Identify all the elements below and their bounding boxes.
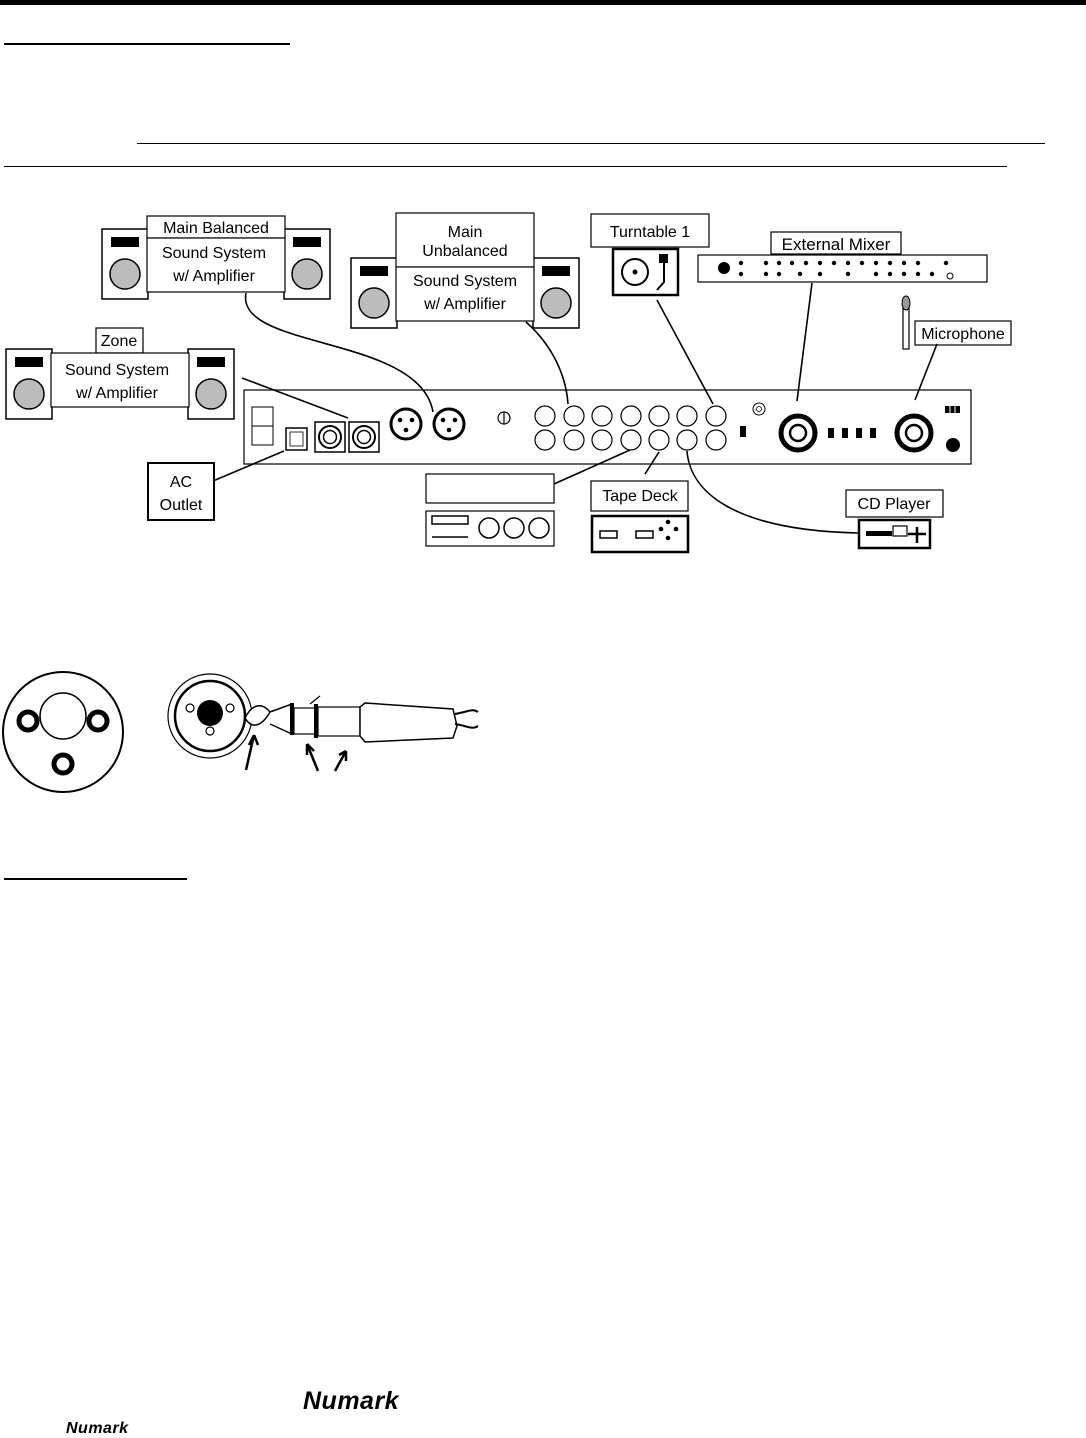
cable-microphone: [914, 343, 938, 401]
tape-deck-label: Tape Deck: [602, 488, 679, 505]
cable-ac: [212, 450, 285, 482]
speaker-right-icon: [187, 348, 235, 420]
ac-outlet-label-1: AC: [170, 474, 192, 491]
heading-underline-2: [4, 878, 187, 880]
rule-2: [137, 143, 1045, 144]
rule-3: [4, 166, 1007, 167]
cable-external-mixer: [796, 282, 813, 402]
main-balanced-system-label: Sound System: [162, 245, 266, 262]
turntable-device: Turntable 1: [590, 213, 710, 297]
microphone-label: Microphone: [921, 326, 1005, 343]
combo-jack-left-icon: [778, 413, 818, 453]
cables: [212, 282, 938, 534]
brand-logo-small: Numark: [66, 1420, 129, 1437]
mixer-rear-panel: [243, 389, 972, 465]
top-rule: [0, 0, 1086, 5]
zone-system-label: Sound System: [65, 362, 169, 379]
cable-zone: [241, 377, 349, 419]
trs-plug-illustration: [167, 673, 479, 772]
external-mixer-icon: [697, 254, 988, 283]
external-mixer-label: External Mixer: [782, 235, 891, 254]
ac-outlet-label-2: Outlet: [160, 497, 203, 514]
main-unbalanced-sound-system: Main Unbalanced Sound System w/ Amplifie…: [350, 212, 580, 329]
microphone-device: Microphone: [901, 295, 1012, 350]
speaker-right-icon: [283, 228, 331, 300]
heading-underline-1: [4, 43, 290, 45]
speaker-left-icon: [101, 228, 149, 300]
cable-main-balanced: [245, 292, 434, 413]
main-unbalanced-label-2: Unbalanced: [422, 243, 507, 260]
main-balanced-amp-label: w/ Amplifier: [172, 268, 255, 285]
xlr-connector-illustration: [2, 671, 124, 793]
main-unbalanced-label-1: Main: [448, 224, 483, 241]
knob-icon: [946, 438, 960, 452]
main-balanced-label: Main Balanced: [163, 220, 269, 237]
external-mixer-device: External Mixer: [697, 231, 988, 283]
brand-logo-large: Numark: [303, 1387, 400, 1415]
xlr-output-right-icon: [432, 407, 466, 441]
main-balanced-sound-system: Main Balanced Sound System w/ Amplifier: [101, 215, 331, 300]
speaker-left-icon: [5, 348, 53, 420]
zone-amp-label: w/ Amplifier: [75, 385, 158, 402]
cable-aux: [553, 449, 631, 485]
turntable-label: Turntable 1: [610, 224, 690, 241]
main-unbalanced-system-label: Sound System: [413, 273, 517, 290]
zone-label: Zone: [101, 333, 138, 350]
tape-deck-device: Tape Deck: [590, 480, 690, 554]
combo-jack-right-icon: [894, 413, 934, 453]
speaker-left-icon: [350, 257, 398, 329]
ac-outlet-box: AC Outlet: [147, 462, 215, 521]
cable-main-unbalanced: [525, 321, 569, 405]
xlr-output-left-icon: [389, 407, 423, 441]
cable-cd-player: [686, 450, 859, 534]
zone-sound-system: Zone Sound System w/ Amplifier: [5, 327, 235, 420]
main-unbalanced-amp-label: w/ Amplifier: [423, 296, 506, 313]
cable-tape-deck: [644, 451, 660, 475]
speaker-right-icon: [532, 257, 580, 329]
cd-player-device: CD Player: [845, 489, 944, 550]
cd-player-label: CD Player: [858, 496, 932, 513]
aux-device: [425, 473, 555, 547]
cable-turntable: [656, 299, 714, 405]
